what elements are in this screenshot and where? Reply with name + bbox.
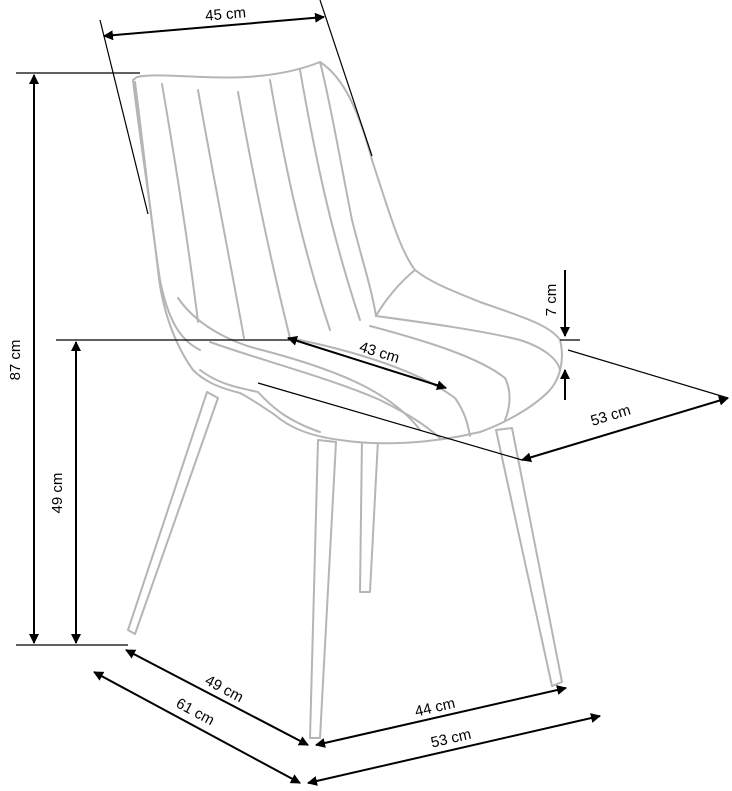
back-right-leg [359, 437, 379, 593]
seat-width-ext-left [257, 382, 523, 461]
seat-width-arrow [521, 395, 729, 463]
seat-underside [199, 369, 321, 433]
label-seat-thickness: 7 cm [543, 284, 560, 317]
width-top-arrow [103, 12, 325, 41]
backrest-channel-4 [269, 79, 331, 331]
overall-depth-arrow [93, 671, 301, 784]
label-seat-height: 49 cm [49, 473, 66, 514]
overall-width-arrow [307, 713, 601, 786]
label-leg-width: 44 cm [413, 695, 457, 721]
back-left-leg [127, 391, 219, 635]
backrest [132, 61, 563, 445]
seat-depth-arrow [287, 335, 447, 391]
backrest-edge [319, 61, 377, 317]
front-left-leg [309, 439, 337, 739]
front-right-leg [495, 427, 563, 687]
seat-top-line [375, 269, 416, 317]
seat-channel-2 [209, 341, 441, 439]
backrest-channel-3 [237, 91, 291, 339]
width-top-ext-right [319, 0, 373, 157]
chair-illustration [127, 61, 563, 739]
seat-width-ext-right [567, 349, 729, 399]
seat-channel-1 [177, 297, 421, 431]
label-height-total: 87 cm [7, 340, 24, 381]
seat-front-edge [375, 315, 561, 371]
width-top-ext-left [99, 19, 149, 215]
leg-depth-arrow [125, 649, 309, 746]
label-seat-width: 53 cm [589, 402, 633, 430]
backrest-channel-5 [299, 69, 361, 321]
label-overall-depth: 61 cm [173, 695, 217, 729]
backrest-inner [134, 81, 201, 351]
label-width-top: 45 cm [205, 4, 247, 24]
backrest-channel-1 [161, 83, 199, 323]
backrest-channel-2 [197, 89, 245, 339]
dimension-lines [16, 0, 729, 786]
